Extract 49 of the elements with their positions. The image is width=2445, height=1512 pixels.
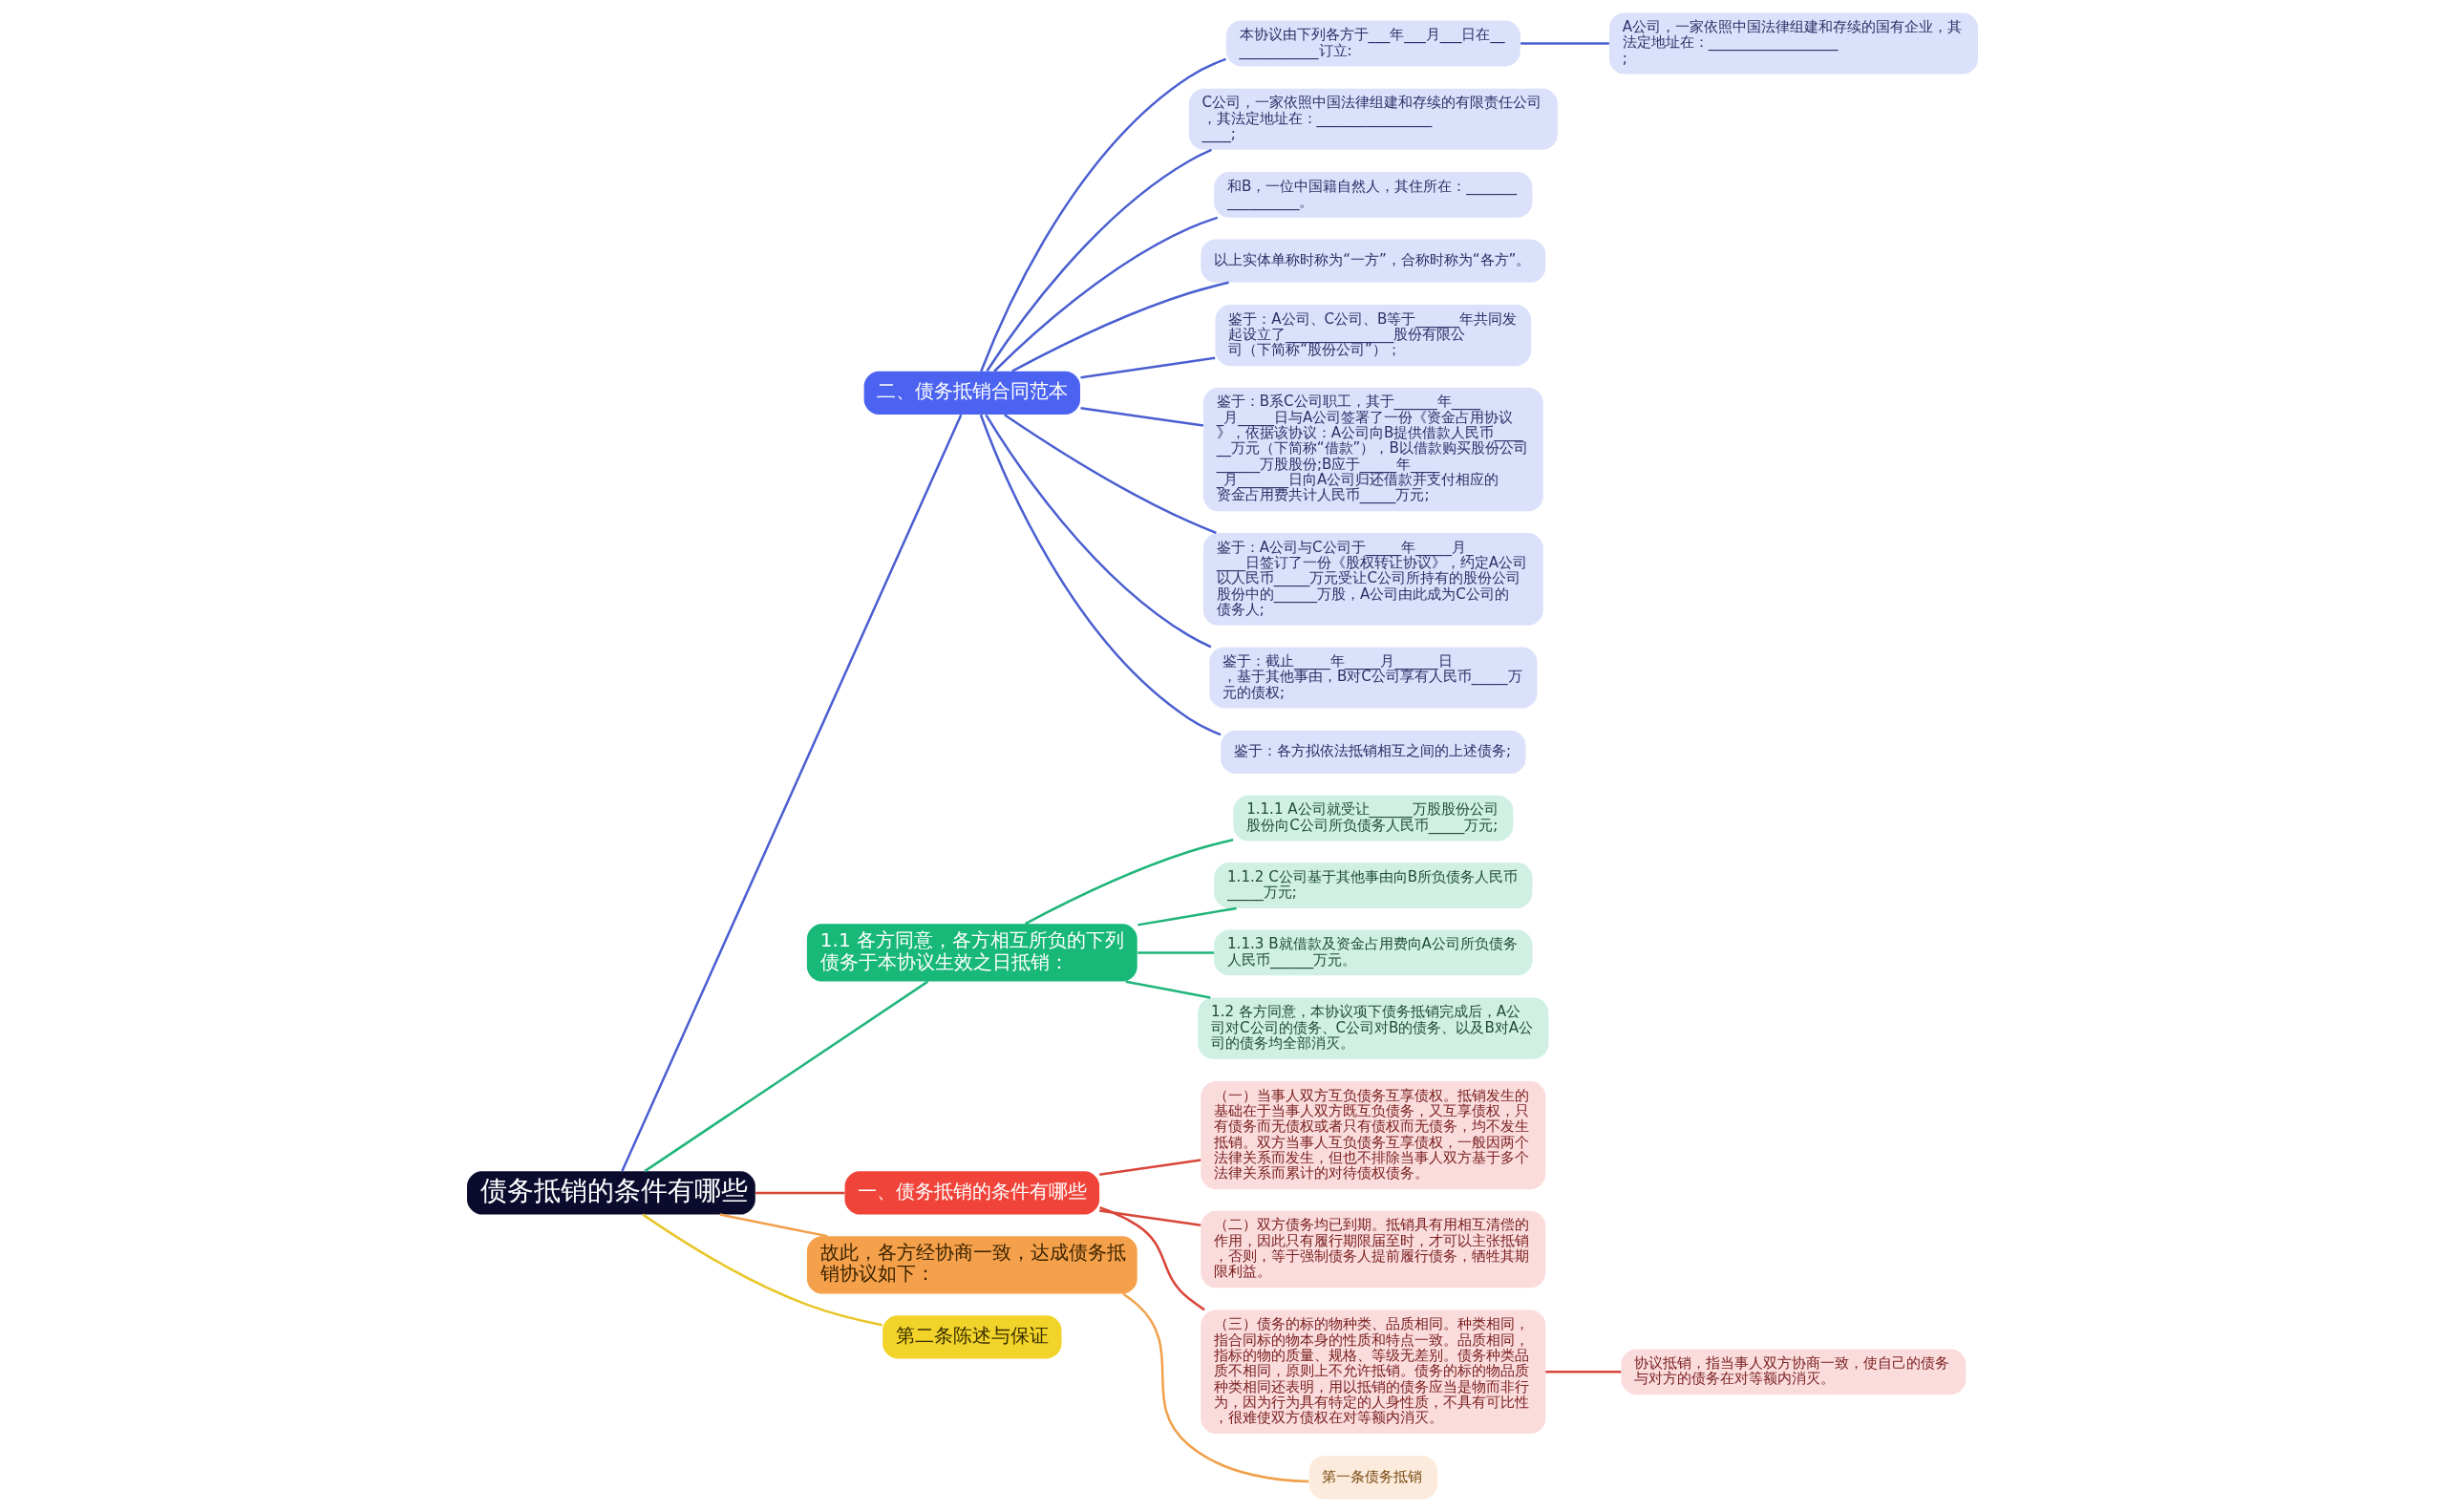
connector [1137,951,1215,954]
connector [980,57,1226,373]
connector [642,1213,882,1327]
node-box: 第二条陈述与保证 [882,1315,1062,1359]
node-box: 协议抵销，指当事人双方协商一致，使自己的债务与对方的债务在对等额内消灭。 [1621,1349,1967,1395]
node-box: 鉴于：B系C公司职工，其于______年_____月_____日与A公司签署了一份《资金占用协议》，依据该协议：A公司向B提供借款人民币______万元（下简称“借款”），B以借款购买股份公司______万股股份;B应于_____年_____月_______日向A公司归还借款并支付相应的资金占用费共计人民币_____万元; [1202,387,1543,512]
connector [986,148,1212,373]
connector [1137,906,1237,926]
connector [979,414,1222,736]
node-box: 1.2 各方同意，本协议项下债务抵销完成后，A公司对C公司的债务、C公司对B的债务、以及B对A公司的债务均全部消灭。 [1198,997,1549,1059]
node-box: （一）当事人双方互负债务互享债权。抵销发生的基础在于当事人双方既互负债务，又互享债权，只有债务而无债权或者只有债权而无债务，均不发生抵销。双方当事人互负债务互享债权，一般因两个法律关系而发生，但也不排除当事人双方基于多个法律关系而累计的对待债权债务。 [1201,1080,1546,1190]
node-box: 一、债务抵销的条件有哪些 [844,1171,1100,1215]
connector [1011,281,1229,373]
connector [1520,42,1609,45]
connector [1004,414,1217,535]
node-box: 第一条债务抵销 [1308,1456,1438,1500]
connector [1080,407,1203,427]
connector [644,980,929,1173]
connector [1122,1292,1309,1483]
node-box: 故此，各方经协商一致，达成债务抵销协议如下： [806,1236,1137,1294]
node-box: 债务抵销的条件有哪些 [467,1171,755,1215]
node-box: 1.1 各方同意，各方相互所负的下列债务于本协议生效之日抵销： [806,924,1137,982]
node-box: 鉴于：A公司、C公司、B等于______年共同发起设立了_______________股份有限公司（下简称“股份公司”）； [1215,305,1532,367]
node-box: C公司，一家依照中国法律组建和存续的有限责任公司，其法定地址在：____________________; [1188,88,1558,150]
connector [719,1213,828,1238]
connector [755,1191,845,1195]
node-box: 鉴于：A公司与C公司于_____年_____月_____日签订了一份《股权转让协议》，约定A公司以人民币_____万元受让C公司所持有的股份公司股份中的______万股，A公司由此成为C公司的债务人; [1202,532,1543,626]
node-box: 和B，一位中国籍自然人，其住所在：_________________。 [1214,172,1533,218]
node-box: （二）双方债务均已到期。抵销具有用相互清偿的作用，因此只有履行期限届至时，才可以主张抵销，否则，等于强制债务人提前履行债务，牺牲其期限利益。 [1201,1210,1546,1288]
connector [985,414,1212,649]
connector [1099,1209,1201,1226]
connector [1099,1206,1205,1311]
connector [1080,356,1216,379]
connector [1545,1371,1622,1374]
node-box: 鉴于：截止_____年_____月______日，基于其他事由，B对C公司享有人民币_____万元的债权; [1209,647,1538,709]
connector [1125,980,1211,999]
node-box: 以上实体单称时称为“一方”，合称时称为“各方”。 [1201,239,1546,283]
connector [1025,839,1234,926]
node-box: 1.1.3 B就借款及资金占用费向A公司所负债务人民币______万元。 [1214,929,1533,976]
node-box: 1.1.1 A公司就受让______万股股份公司股份向C公司所负债务人民币_____万元; [1233,795,1514,841]
node-box: 二、债务抵销合同范本 [863,371,1080,415]
node-box: 1.1.2 C公司基于其他事由向B所负债务人民币_____万元; [1214,862,1533,908]
node-box: A公司，一家依照中国法律组建和存续的国有企业，其法定地址在：__________________; [1608,12,1978,75]
node-box: 本协议由下列各方于___年___月___日在_____________订立: [1225,20,1520,67]
connector [1099,1159,1201,1177]
node-box: 鉴于：各方拟依法抵销相互之间的上述债务; [1221,730,1526,775]
connector [993,216,1219,373]
node-box: （三）债务的标的物种类、品质相同。种类相同，指合同标的物本身的性质和特点一致。品质相同，指标的物的质量、规格、等级无差别。债务种类品质不相同，原则上不允许抵销。债务的标的物品质种类相同还表明，用以抵销的债务应当是物而非行为，因为行为具有特定的人身性质，不具有可比性，很难使双方债权在对等额内消灭。 [1201,1310,1546,1435]
connector [621,414,963,1172]
